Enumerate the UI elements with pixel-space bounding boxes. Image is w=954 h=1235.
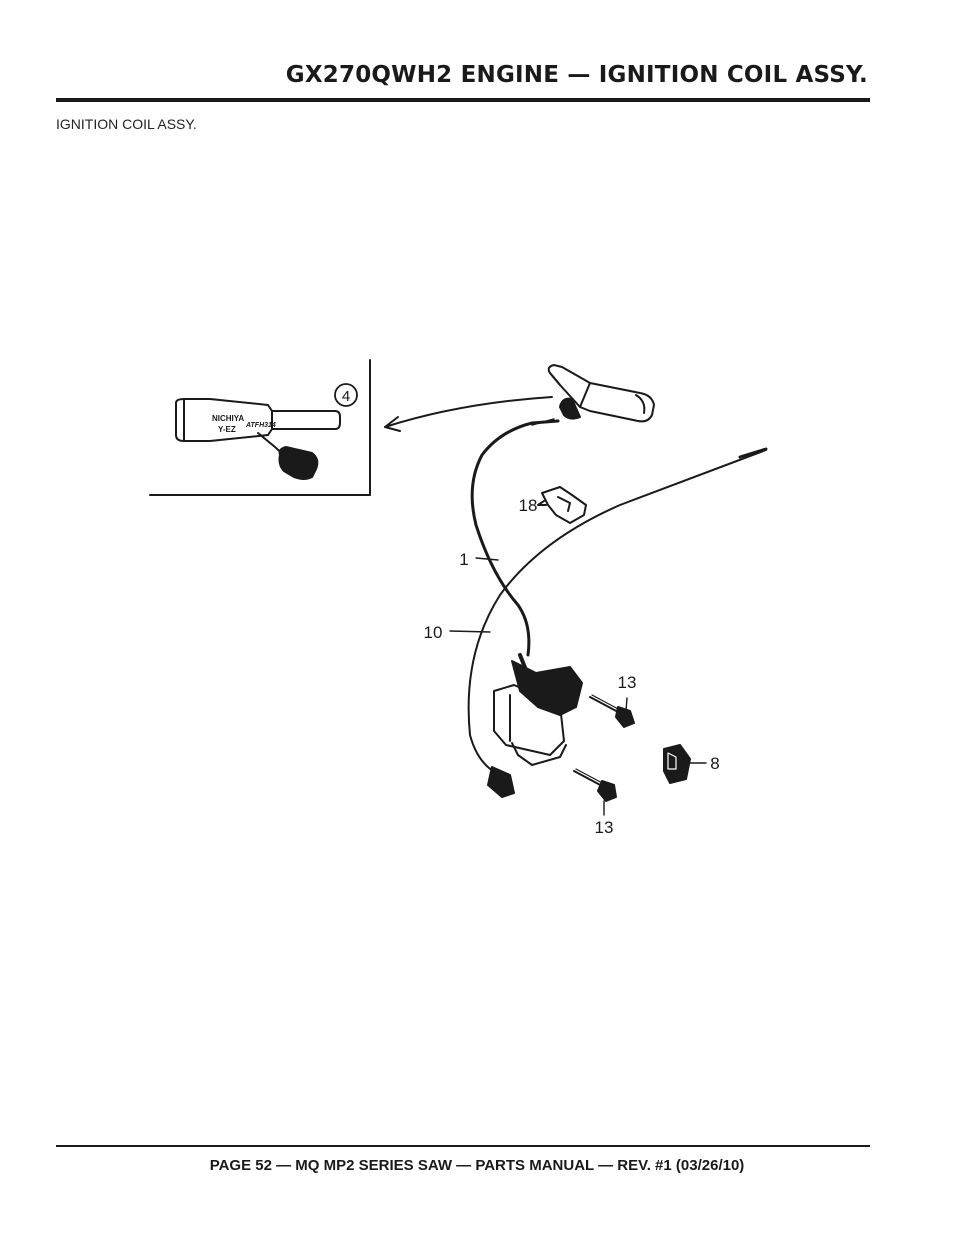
spark-plug-cap — [547, 364, 655, 423]
inset-text-line3: ATFH314 — [245, 422, 276, 429]
callout-4: 4 — [342, 388, 350, 405]
callout-13-lower: 13 — [595, 818, 614, 837]
leader-1 — [475, 557, 499, 561]
primary-wire — [467, 449, 767, 776]
leader-13-upper — [625, 697, 628, 712]
inset-text-line2: Y-EZ — [218, 425, 236, 434]
callout-13-upper: 13 — [618, 673, 637, 692]
inset-frame — [149, 359, 371, 496]
detail-arrow — [384, 396, 553, 432]
ignition-coil-body — [493, 653, 583, 766]
bolt-lower — [573, 768, 617, 802]
nut — [663, 744, 691, 784]
wire-clamp — [537, 486, 587, 524]
ignition-coil-diagram: NICHIYA Y-EZ ATFH314 4 18 1 10 13 8 13 — [149, 359, 768, 837]
page-title: GX270QWH2 ENGINE — IGNITION COIL ASSY. — [285, 62, 868, 88]
inset-text-line1: NICHIYA — [212, 414, 244, 423]
section-subtitle: IGNITION COIL ASSY. — [56, 116, 197, 132]
header-rule — [56, 98, 870, 102]
high-tension-cord — [470, 419, 560, 657]
callout-1: 1 — [459, 550, 468, 569]
callout-10: 10 — [424, 623, 443, 642]
callout-circle-4 — [334, 383, 358, 407]
leader-10 — [449, 630, 491, 633]
wire-terminal — [487, 766, 515, 798]
bolt-upper — [589, 694, 635, 728]
page-footer: PAGE 52 — MQ MP2 SERIES SAW — PARTS MANU… — [209, 1157, 745, 1174]
callout-18: 18 — [519, 496, 538, 515]
callout-8: 8 — [710, 754, 719, 773]
spark-plug-cap-detail — [175, 398, 341, 480]
footer-rule — [56, 1145, 870, 1147]
